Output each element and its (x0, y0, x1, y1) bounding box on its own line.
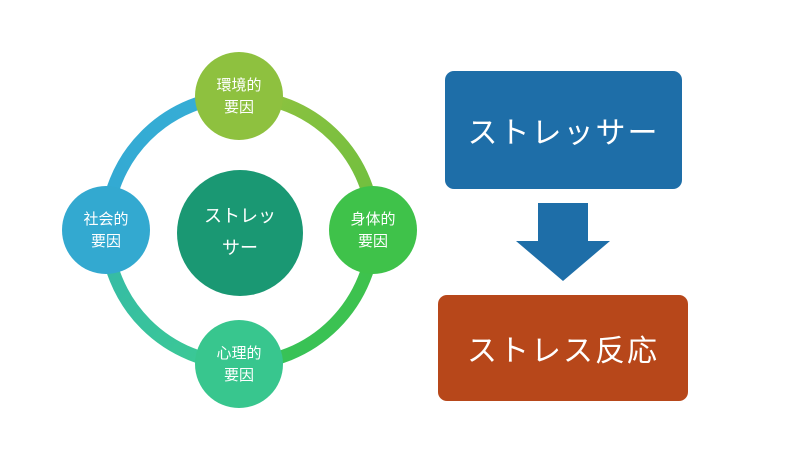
psychological-factor-circle: 心理的 要因 (195, 320, 283, 408)
stress-response-box-label: ストレス反応 (467, 334, 659, 369)
stress-response-box: ストレス反応 (438, 295, 688, 401)
social-factor-line1: 社会的 (83, 210, 129, 228)
stressor-box: ストレッサー (445, 71, 682, 189)
center-label-line2: サー (222, 238, 258, 259)
physical-factor-line2: 要因 (357, 232, 388, 250)
down-arrow-shape (516, 203, 610, 281)
psychological-factor-line2: 要因 (223, 366, 254, 384)
environmental-factor-circle: 環境的 要因 (195, 52, 283, 140)
social-factor-circle: 社会的 要因 (62, 186, 150, 274)
physical-factor-circle: 身体的 要因 (329, 186, 417, 274)
center-stressor-circle: ストレッ サー (177, 170, 303, 296)
psychological-factor-line1: 心理的 (216, 344, 262, 362)
physical-factor-line1: 身体的 (350, 210, 396, 228)
center-label-line1: ストレッ (204, 206, 276, 227)
stressor-box-label: ストレッサー (467, 116, 660, 151)
social-factor-line2: 要因 (90, 232, 121, 250)
environmental-factor-line1: 環境的 (216, 76, 262, 94)
down-arrow (516, 203, 610, 281)
environmental-factor-line2: 要因 (223, 98, 254, 116)
